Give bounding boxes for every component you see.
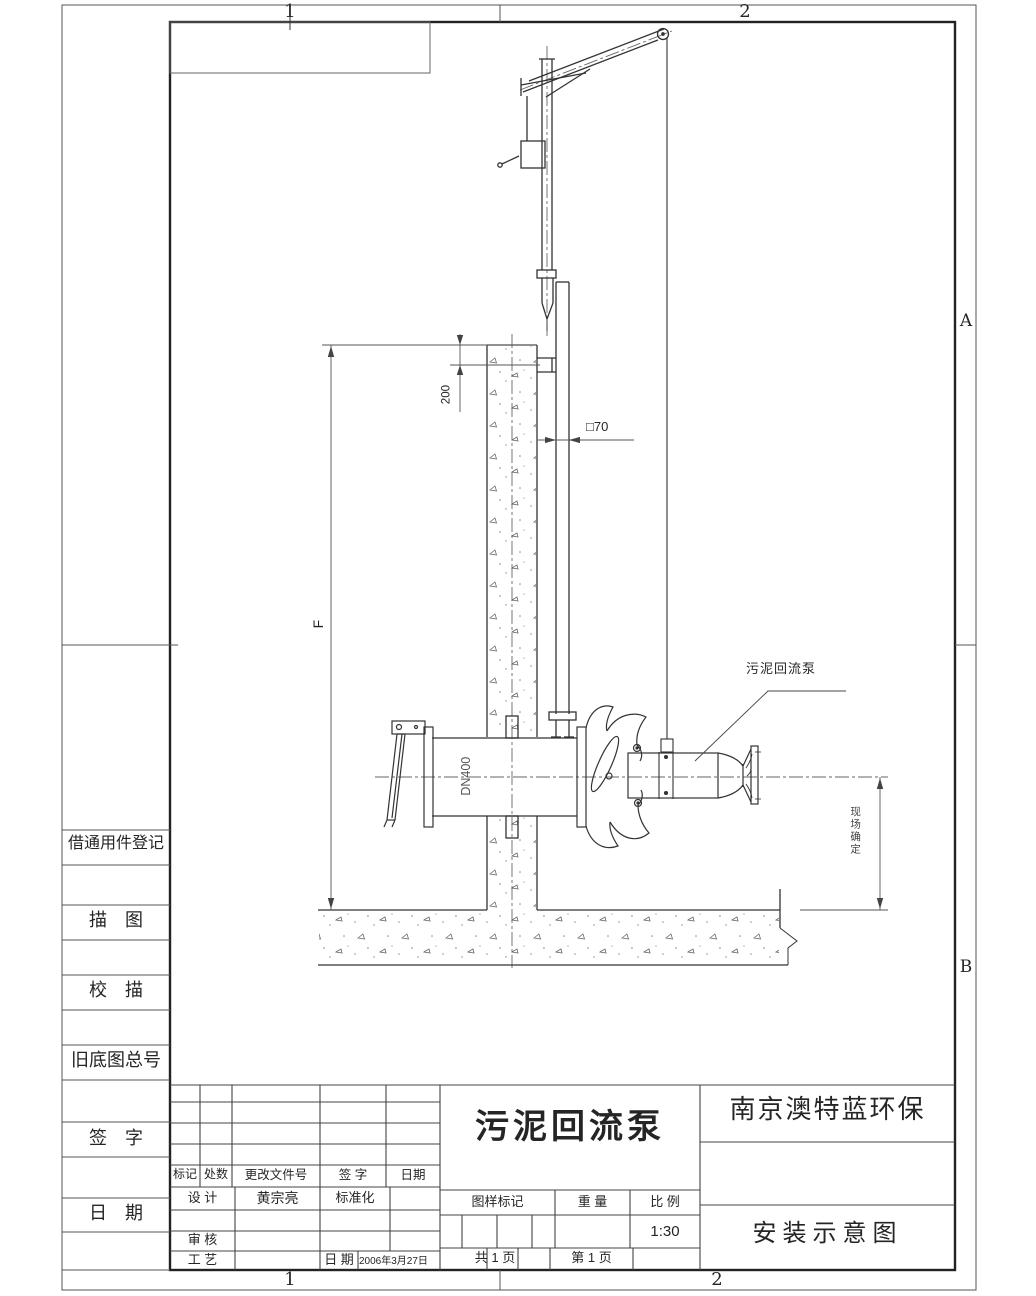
- dimension-rail70: [538, 436, 634, 444]
- dimension-depth: [800, 777, 888, 911]
- drawing-mark-label: 图样标记: [471, 1194, 524, 1209]
- strip-label-old-drawing-no: 旧底图总号: [71, 1050, 161, 1070]
- motor-end-flange: [750, 745, 759, 805]
- zone-label-right-b: B: [959, 957, 973, 977]
- strip-label-borrow-record: 借通用件登记: [67, 835, 164, 852]
- pump-leader-line: [694, 690, 846, 762]
- dimension-f-label: F: [309, 619, 326, 629]
- rev-header-date: 日期: [400, 1168, 426, 1182]
- cable-shackle: [660, 738, 674, 753]
- scale-label: 比 例: [650, 1194, 680, 1209]
- product-title: 污泥回流泵: [475, 1108, 665, 1146]
- pages-total: 共 1 页: [474, 1250, 516, 1265]
- rail-size-dimension-label: □70: [586, 419, 609, 434]
- zone-label-top-1: 1: [284, 1, 296, 22]
- rev-header-doc-no: 更改文件号: [244, 1168, 308, 1182]
- weight-label: 重 量: [577, 1194, 608, 1209]
- zone-label-bottom-2: 2: [711, 1269, 723, 1290]
- flap-valve: [383, 720, 434, 828]
- valve-hinge: [391, 720, 426, 735]
- rail-lower-bracket: [548, 711, 577, 721]
- design-label: 设 计: [187, 1190, 218, 1205]
- dimension-f: [322, 344, 537, 910]
- strip-label-trace: 描 图: [89, 910, 143, 930]
- date-label: 日 期: [324, 1252, 354, 1267]
- dimension-200-label: 200: [440, 385, 453, 405]
- crane-assembly: [497, 27, 670, 331]
- audit-label: 审 核: [187, 1232, 218, 1247]
- motor-housing: [627, 745, 761, 805]
- break-line: [779, 927, 798, 965]
- pipe-size-label: DN400: [458, 756, 473, 796]
- process-label: 工 艺: [187, 1252, 218, 1267]
- sheet-frame: [61, 4, 977, 1291]
- centerlines: [375, 30, 888, 968]
- rev-header-count: 处数: [203, 1167, 228, 1181]
- designer-name: 黄宗亮: [256, 1190, 299, 1206]
- dimension-200: [450, 334, 540, 412]
- pump-callout-label: 污泥回流泵: [746, 661, 817, 676]
- company-name: 南京澳特蓝环保: [729, 1094, 926, 1124]
- zone-label-right-a: A: [959, 311, 973, 331]
- title-block-grid: [170, 1084, 955, 1270]
- mast-collar: [536, 269, 557, 279]
- propeller-hub: [605, 772, 613, 780]
- zone-label-top-2: 2: [739, 1, 751, 22]
- rev-header-signature: 签 字: [338, 1168, 368, 1182]
- zone-label-bottom-1: 1: [284, 1269, 296, 1290]
- winch-box: [520, 140, 546, 169]
- hoist-cable: [658, 38, 674, 799]
- page-number: 第 1 页: [571, 1250, 612, 1265]
- discharge-pipe: [432, 737, 577, 817]
- rev-header-mark: 标记: [172, 1167, 197, 1181]
- valve-flange: [423, 726, 434, 828]
- pump-inlet-flange: [576, 726, 587, 828]
- left-strip-grid: [62, 644, 178, 1271]
- scale-value: 1:30: [650, 1223, 680, 1240]
- wall-section: [486, 344, 538, 910]
- propeller-blade: [590, 735, 620, 793]
- floor-slab: [318, 889, 798, 966]
- date-value: 2006年3月27日: [359, 1256, 428, 1267]
- standardization-label: 标准化: [335, 1190, 375, 1205]
- strip-label-date: 日 期: [89, 1203, 143, 1223]
- guide-rail: [537, 281, 577, 738]
- depth-note-label: 现场确定: [849, 806, 862, 856]
- pump-assembly: [576, 705, 761, 849]
- strip-label-signature: 签 字: [89, 1128, 143, 1148]
- sheet-title: 安装示意图: [752, 1220, 903, 1247]
- strip-label-check-trace: 校 描: [89, 980, 143, 1000]
- winch-crank: [501, 155, 520, 165]
